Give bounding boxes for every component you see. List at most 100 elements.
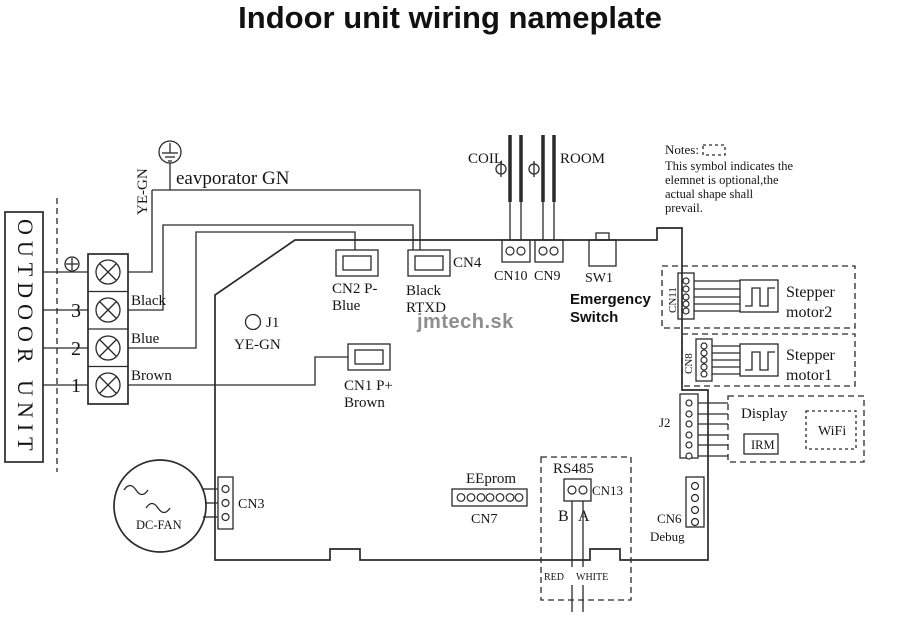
white-wire-label: WHITE — [576, 572, 608, 583]
stepper-motor1-label-line2: motor1 — [786, 367, 832, 384]
emergency-switch-label-line1: Emergency — [570, 291, 652, 308]
cn11-label: CN11 — [667, 287, 679, 313]
sine-wave-icon — [145, 502, 171, 514]
notes-line-2: elemnet is optional,the — [665, 173, 779, 187]
cn8-label: CN8 — [683, 353, 695, 374]
cn6-label: CN6 — [657, 511, 682, 526]
watermark: jmtech.sk — [416, 311, 514, 333]
terminal-number-2: 2 — [71, 338, 81, 360]
cn8-pins — [700, 342, 708, 378]
debug-label: Debug — [650, 529, 685, 544]
cn9-connector: CN9 — [534, 239, 564, 284]
stepper-motor2-assembly: CN11 Stepper motor2 — [661, 265, 856, 329]
irm-box — [743, 433, 779, 455]
display-label: Display — [741, 406, 788, 422]
cn6-pins — [690, 481, 700, 527]
cn9-label: CN9 — [534, 269, 560, 284]
notes-line-4: prevail. — [665, 201, 703, 215]
stepper-motor2-label-line1: Stepper — [786, 284, 836, 301]
evaporator-wire-label: eavporator GN — [176, 168, 290, 189]
rs485-box — [540, 456, 632, 601]
page-title: Indoor unit wiring nameplate — [238, 0, 662, 35]
stepper-motor1-symbol — [739, 343, 779, 377]
room-phi-icon — [528, 161, 540, 177]
cn7-connector — [451, 488, 528, 507]
cn6-connector — [685, 476, 705, 528]
cn3-pins — [221, 484, 230, 522]
cn2-label-line2: Blue — [332, 298, 361, 314]
ground-symbol-icon — [158, 140, 182, 190]
square-wave-icon — [745, 351, 775, 371]
ye-gn-wire — [128, 190, 153, 273]
evaporator-wire — [152, 189, 421, 250]
display-wires — [698, 402, 728, 457]
notes-line-1: This symbol indicates the — [665, 159, 794, 173]
cn3-label: CN3 — [238, 497, 264, 512]
wire-label-black: Black — [131, 293, 166, 309]
motor1-wires — [712, 345, 740, 375]
sw1-label: SW1 — [585, 271, 613, 286]
pin-b-label: B — [558, 508, 569, 525]
j1-label: J1 — [266, 315, 279, 331]
cn7-label: CN7 — [471, 512, 497, 527]
irm-label: IRM — [751, 438, 775, 452]
outdoor-unit-box — [4, 211, 44, 463]
outdoor-terminal-wires — [43, 271, 88, 386]
wifi-label: WiFi — [818, 424, 846, 439]
stepper-motor2-box — [661, 265, 856, 329]
dc-fan-symbol — [113, 459, 207, 553]
j1-wire-label: YE-GN — [234, 337, 281, 353]
rs485-assembly: RS485 CN13 B A RED WHITE — [540, 456, 632, 612]
terminal-wires: Black Blue Brown — [128, 224, 414, 386]
eeprom-label: EEprom — [466, 471, 516, 487]
dc-fan-assembly: DC-FAN CN3 — [113, 459, 264, 553]
wire-label-brown: Brown — [131, 368, 172, 384]
black-wire — [128, 224, 414, 311]
cn10-connector: CN10 — [494, 239, 531, 284]
stepper-motor2-label-line2: motor2 — [786, 304, 832, 321]
optional-symbol-icon — [702, 144, 726, 156]
cn4-connector: CN4 Black RTXD — [406, 249, 482, 316]
stepper-motor1-assembly: CN8 Stepper motor1 — [681, 333, 856, 387]
terminal-number-3: 3 — [71, 300, 81, 322]
earth-mark-icon — [64, 256, 80, 272]
coil-phi-icon — [495, 161, 507, 177]
blue-wire — [128, 231, 356, 349]
stepper-motor2-symbol — [739, 279, 779, 313]
rs485-label: RS485 — [553, 461, 594, 477]
notes-line-3: actual shape shall — [665, 187, 754, 201]
coil-sensor: COIL — [468, 135, 523, 240]
emergency-switch-label-line2: Switch — [570, 309, 618, 326]
cn7-pins — [456, 493, 524, 502]
board-outline — [214, 227, 709, 561]
notes-block: Notes: This symbol indicates the elemnet… — [665, 142, 794, 215]
screw-terminal-icons — [95, 259, 121, 398]
fan-wires — [203, 488, 218, 518]
cn2-label-line1: CN2 P- — [332, 281, 377, 297]
cn11-connector — [677, 272, 695, 320]
terminal-block: 3 2 1 — [71, 253, 129, 405]
notes-title: Notes: — [665, 142, 699, 157]
coil-sensor-probe — [508, 135, 523, 202]
dc-fan-label: DC-FAN — [136, 518, 182, 532]
j1-connector: J1 YE-GN — [234, 313, 281, 353]
j2-label: J2 — [659, 415, 671, 430]
motor2-wires — [694, 280, 740, 312]
wifi-box — [805, 410, 857, 450]
cn6-assembly: CN6 Debug — [650, 476, 705, 544]
coil-sensor-label: COIL — [468, 151, 503, 167]
cn1-label-line1: CN1 P+ — [344, 378, 393, 394]
pin-a-label: A — [578, 508, 590, 525]
cn10-label: CN10 — [494, 269, 527, 284]
cn1-connector: CN1 P+ Brown — [344, 343, 393, 411]
ground-assembly: YE-GN eavporator GN — [128, 140, 421, 273]
display-box — [727, 395, 865, 463]
display-assembly: J2 Display WiFi IRM — [659, 393, 865, 463]
sine-wave-icon — [123, 484, 149, 496]
cn3-connector — [217, 476, 234, 530]
square-wave-icon — [745, 287, 775, 307]
eeprom-assembly: EEprom CN7 — [451, 471, 528, 527]
cn13-connector — [563, 478, 592, 502]
